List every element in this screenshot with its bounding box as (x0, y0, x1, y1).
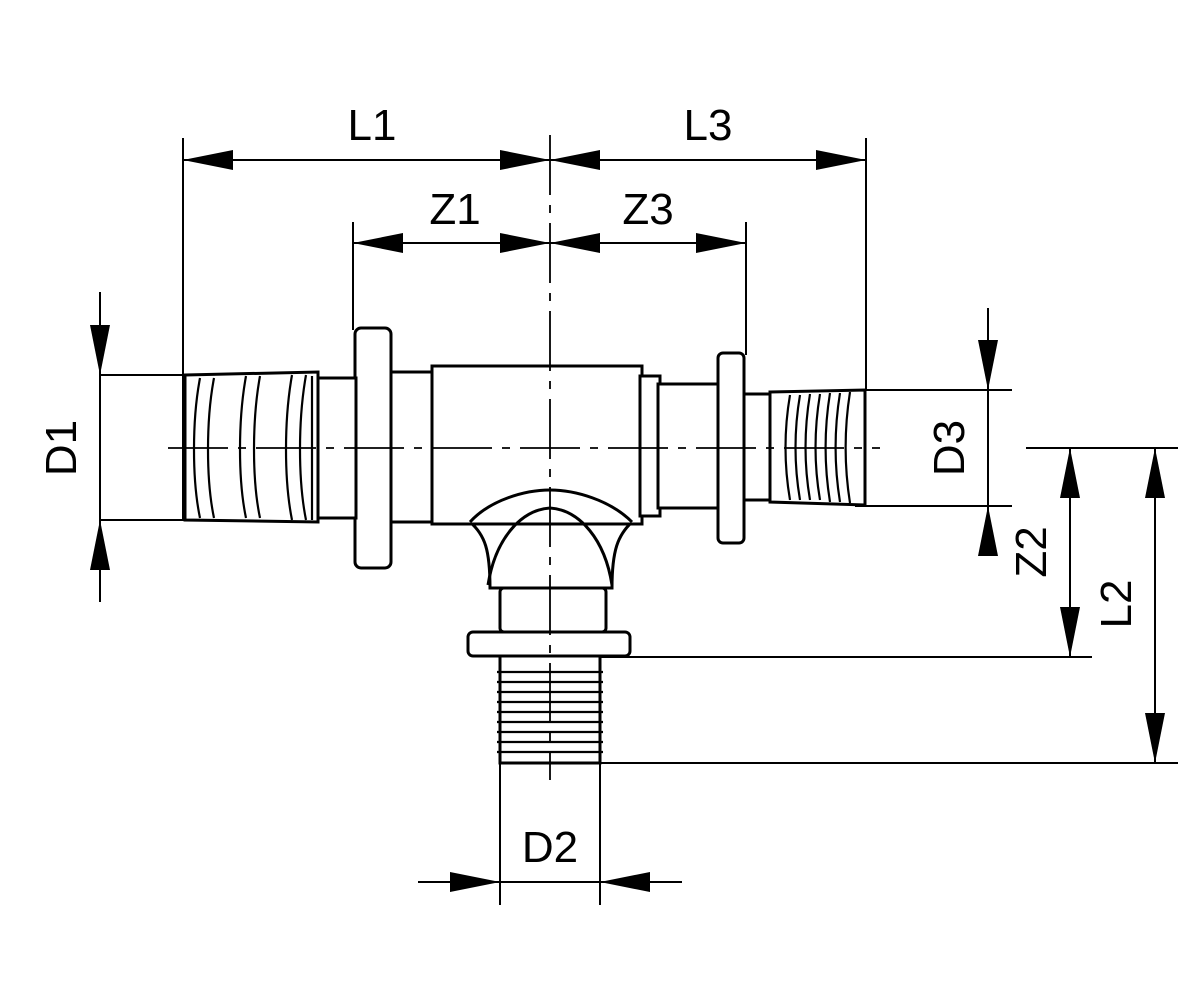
z1-arrow-left (353, 233, 403, 253)
d1-arrow-bottom (90, 520, 110, 570)
branch-flange (466, 630, 632, 658)
tee-junction (465, 520, 636, 590)
d3-arrow-bottom (978, 506, 998, 556)
l1-arrow-left (183, 150, 233, 170)
label-l2: L2 (1092, 580, 1141, 629)
z3-arrow-right (696, 233, 746, 253)
left-insert-ribs (192, 374, 314, 521)
dimension-d2: D2 (418, 823, 682, 892)
l3-arrow-right (816, 150, 866, 170)
label-d2: D2 (522, 823, 578, 872)
d3-arrow-top (978, 340, 998, 390)
l2-arrow-bottom (1145, 713, 1165, 763)
branch-neck (498, 586, 608, 634)
l3-arrow-left (550, 150, 600, 170)
left-insert (183, 370, 320, 524)
z2-arrow-top (1060, 448, 1080, 498)
tee-fitting (183, 326, 867, 765)
d1-arrow-top (90, 325, 110, 375)
dimension-d1: D1 (37, 292, 110, 602)
main-body (430, 364, 644, 526)
dimension-d3: D3 (925, 308, 998, 556)
right-stem (742, 392, 772, 502)
label-z2: Z2 (1007, 526, 1056, 577)
right-neck (656, 382, 722, 510)
dimension-z2: Z2 (1007, 448, 1080, 657)
dimension-z3: Z3 (550, 185, 746, 253)
l2-arrow-top (1145, 448, 1165, 498)
label-l3: L3 (684, 101, 733, 150)
dimension-l1: L1 (183, 101, 550, 170)
dimension-z1: Z1 (353, 185, 550, 253)
dimension-l3: L3 (550, 101, 866, 170)
left-neck (388, 370, 434, 524)
z2-arrow-bottom (1060, 607, 1080, 657)
dimension-l2: L2 (1092, 448, 1165, 763)
label-z3: Z3 (622, 185, 673, 234)
z3-arrow-left (550, 233, 600, 253)
d2-arrow-left (450, 872, 500, 892)
label-l1: L1 (348, 101, 397, 150)
label-d3: D3 (925, 420, 974, 476)
label-z1: Z1 (429, 185, 480, 234)
d2-arrow-right (600, 872, 650, 892)
label-d1: D1 (37, 420, 86, 476)
l1-arrow-right (500, 150, 550, 170)
z1-arrow-right (500, 233, 550, 253)
